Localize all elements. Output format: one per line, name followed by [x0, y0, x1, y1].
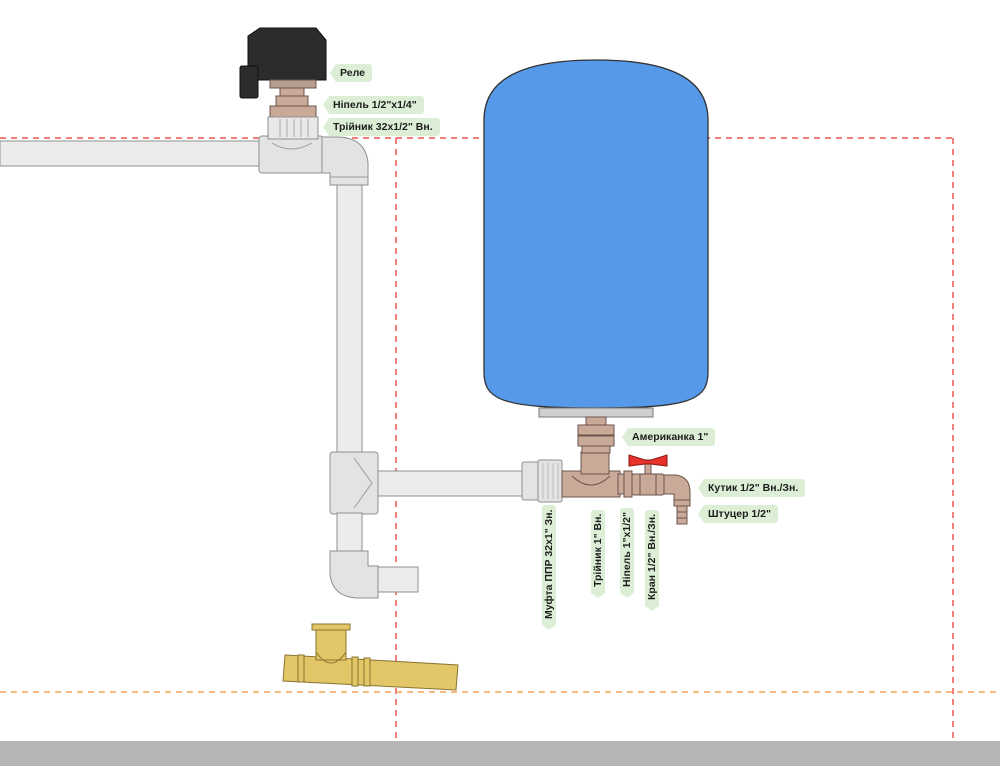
bottom-elbow: [329, 550, 379, 599]
guide-lines: [0, 137, 1000, 740]
nipple-fitting: [617, 470, 633, 498]
pressure-relay: [239, 27, 327, 99]
top-elbow: [321, 136, 369, 186]
tank-body: [483, 59, 709, 409]
relay-body: [247, 27, 327, 81]
label-nipple-1: Ніпель 1"x1/2": [620, 508, 634, 593]
label-fitting: Штуцер 1/2": [698, 505, 778, 523]
vertical-pipe: [336, 184, 363, 454]
valve-handle: [628, 454, 668, 467]
ppr-coupling: [521, 459, 563, 503]
sewer-pipe: [282, 623, 459, 691]
lower-vertical-pipe: [336, 512, 363, 552]
hose-fitting: [673, 499, 691, 525]
brass-elbow: [663, 474, 691, 501]
expansion-tank: [483, 59, 709, 418]
tank-base-plate: [538, 407, 654, 418]
top-pipe: [0, 140, 263, 167]
bottom-outlet-pipe: [377, 566, 419, 593]
label-valve: Кран 1/2" Вн./Зн.: [645, 509, 659, 606]
label-coupling: Муфта ППР 32x1" Зн.: [542, 505, 556, 625]
floor-strip: [0, 741, 1000, 766]
label-tee-1: Трійник 1" Вн.: [591, 509, 605, 593]
label-tee-32: Трійник 32x1/2" Вн.: [323, 118, 440, 136]
label-union: Американка 1": [621, 428, 716, 446]
tee-fitting-top: [267, 105, 319, 140]
horizontal-pipe-to-tank: [377, 470, 525, 497]
brass-tee: [561, 451, 621, 498]
label-elbow: Кутик 1/2" Вн./Зн.: [697, 479, 806, 497]
nipple-quarter: [275, 87, 309, 107]
ball-valve: [628, 454, 668, 496]
american-union: [577, 416, 615, 454]
top-ppr-tee: [258, 135, 324, 174]
label-relay: Реле: [330, 64, 372, 82]
label-nipple-quarter: Ніпель 1/2"x1/4": [323, 96, 424, 114]
middle-ppr-tee: [329, 451, 379, 515]
